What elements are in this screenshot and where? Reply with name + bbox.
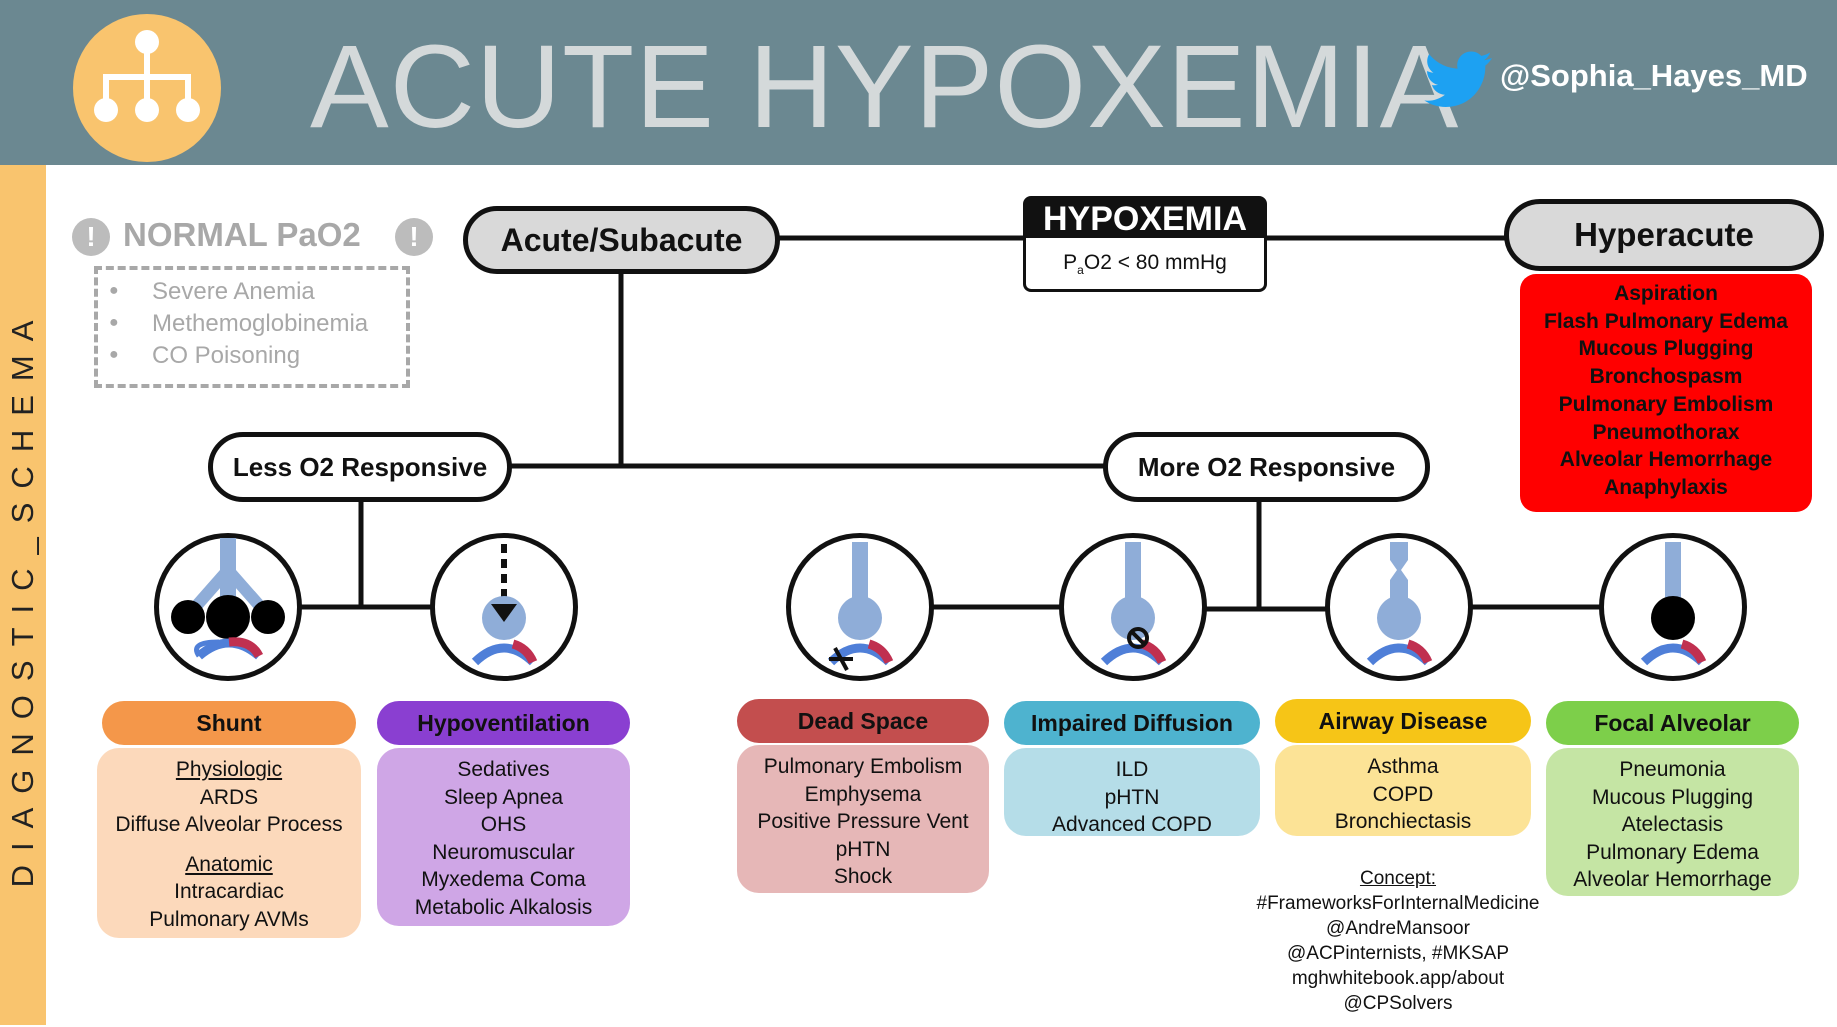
list-item: CO Poisoning: [152, 342, 301, 369]
sidebar-band: [0, 165, 46, 1025]
list-item: Flash Pulmonary Edema: [1544, 309, 1788, 333]
less-o2-responsive-node: Less O2 Responsive: [208, 432, 512, 502]
list-item: Methemoglobinemia: [152, 310, 369, 337]
list-item: Bronchospasm: [1589, 365, 1743, 389]
normal-pao2-title: NORMAL PaO2: [123, 216, 361, 253]
list-item: Bronchiectasis: [1334, 810, 1472, 833]
normal-pao2-box: [94, 266, 410, 388]
list-item: Shock: [833, 865, 893, 888]
list-item: Severe Anemia: [152, 278, 315, 305]
category-airway-disease-header: Airway Disease: [1275, 699, 1531, 743]
category-hypoventilation-header: Hypoventilation: [377, 701, 630, 745]
hypoventilation-mechanism-icon: [430, 533, 578, 681]
category-impaired-diffusion-box: ILD pHTN Advanced COPD: [1004, 748, 1260, 836]
page-title: ACUTE HYPOXEMIA: [310, 21, 1460, 153]
list-item: Pneumonia: [1619, 758, 1726, 781]
impaired-diffusion-mechanism-icon: [1059, 533, 1207, 681]
dead-space-mechanism-icon: [786, 533, 934, 681]
airway-disease-mechanism-icon: [1325, 533, 1473, 681]
list-item: Pulmonary AVMs: [149, 907, 309, 931]
list-item: Pneumothorax: [1592, 420, 1740, 444]
category-shunt-box: Physiologic ARDS Diffuse Alveolar Proces…: [97, 748, 361, 938]
concept-credits: Concept: #FrameworksForInternalMedicine …: [1238, 866, 1558, 1016]
list-item: pHTN: [1104, 785, 1160, 809]
list-item: Neuromuscular: [432, 840, 575, 864]
list-item: Intracardiac: [174, 880, 284, 903]
list-item: COPD: [1372, 782, 1434, 806]
list-item: Anaphylaxis: [1604, 475, 1728, 499]
concept-heading: Concept:: [1359, 868, 1437, 889]
list-item: Sedatives: [457, 758, 550, 781]
list-item: Pulmonary Edema: [1586, 840, 1759, 864]
shunt-mechanism-icon: [154, 533, 302, 681]
list-item: Mucous Plugging: [1578, 337, 1754, 361]
bullet-icon: ●: [109, 314, 119, 331]
header-bar: [0, 0, 1837, 165]
list-item: Alveolar Hemorrhage: [1559, 448, 1773, 472]
hyperacute-node: Hyperacute: [1504, 199, 1824, 271]
list-item: Asthma: [1367, 755, 1439, 778]
group-heading: Anatomic: [185, 852, 273, 876]
list-item: Positive Pressure Vent: [757, 810, 969, 833]
list-item: Advanced COPD: [1052, 813, 1212, 836]
alert-icon: !: [395, 218, 433, 256]
category-dead-space-header: Dead Space: [737, 699, 989, 743]
list-item: Mucous Plugging: [1591, 785, 1754, 809]
twitter-bird-icon: [1424, 50, 1494, 112]
root-node-title: HYPOXEMIA: [1023, 196, 1267, 242]
category-impaired-diffusion-header: Impaired Diffusion: [1004, 701, 1260, 745]
list-item: Pulmonary Embolism: [763, 755, 963, 778]
credit-line: #FrameworksForInternalMedicine: [1256, 893, 1540, 914]
list-item: Sleep Apnea: [443, 785, 564, 809]
group-heading: Physiologic: [175, 758, 283, 781]
list-item: Pulmonary Embolism: [1558, 392, 1774, 416]
credit-line: @AndreMansoor: [1326, 918, 1470, 939]
category-shunt-header: Shunt: [102, 701, 356, 745]
list-item: pHTN: [835, 837, 891, 861]
credit-line: @ACPinternists, #MKSAP: [1286, 943, 1510, 964]
list-item: ILD: [1115, 758, 1149, 781]
category-dead-space-box: Pulmonary Embolism Emphysema Positive Pr…: [737, 745, 989, 893]
list-item: ARDS: [199, 785, 259, 809]
hyperacute-causes-list: Aspiration Flash Pulmonary Edema Mucous …: [1520, 274, 1812, 512]
bullet-icon: ●: [109, 346, 119, 363]
list-item: OHS: [480, 813, 527, 836]
category-focal-alveolar-header: Focal Alveolar: [1546, 701, 1799, 745]
list-item: Alveolar Hemorrhage: [1573, 868, 1772, 891]
category-focal-alveolar-box: Pneumonia Mucous Plugging Atelectasis Pu…: [1546, 748, 1799, 896]
list-item: Metabolic Alkalosis: [414, 895, 593, 919]
org-chart-icon: [73, 14, 221, 162]
root-node-criterion: PaO2 < 80 mmHg: [1023, 238, 1267, 292]
list-item: Atelectasis: [1621, 813, 1724, 836]
alert-icon: !: [72, 218, 110, 256]
category-hypoventilation-box: Sedatives Sleep Apnea OHS Neuromuscular …: [377, 748, 630, 926]
list-item: Emphysema: [804, 782, 922, 806]
list-item: Diffuse Alveolar Process: [115, 813, 343, 836]
list-item: Aspiration: [1614, 282, 1718, 305]
twitter-handle[interactable]: @Sophia_Hayes_MD: [1500, 58, 1808, 93]
acute-subacute-node: Acute/Subacute: [463, 206, 780, 274]
credit-line: @CPSolvers: [1343, 993, 1453, 1014]
list-item: Myxedema Coma: [421, 868, 586, 891]
bullet-icon: ●: [109, 282, 119, 299]
credit-line: mghwhitebook.app/about: [1291, 968, 1505, 989]
more-o2-responsive-node: More O2 Responsive: [1103, 432, 1430, 502]
focal-alveolar-mechanism-icon: [1599, 533, 1747, 681]
category-airway-disease-box: Asthma COPD Bronchiectasis: [1275, 745, 1531, 836]
